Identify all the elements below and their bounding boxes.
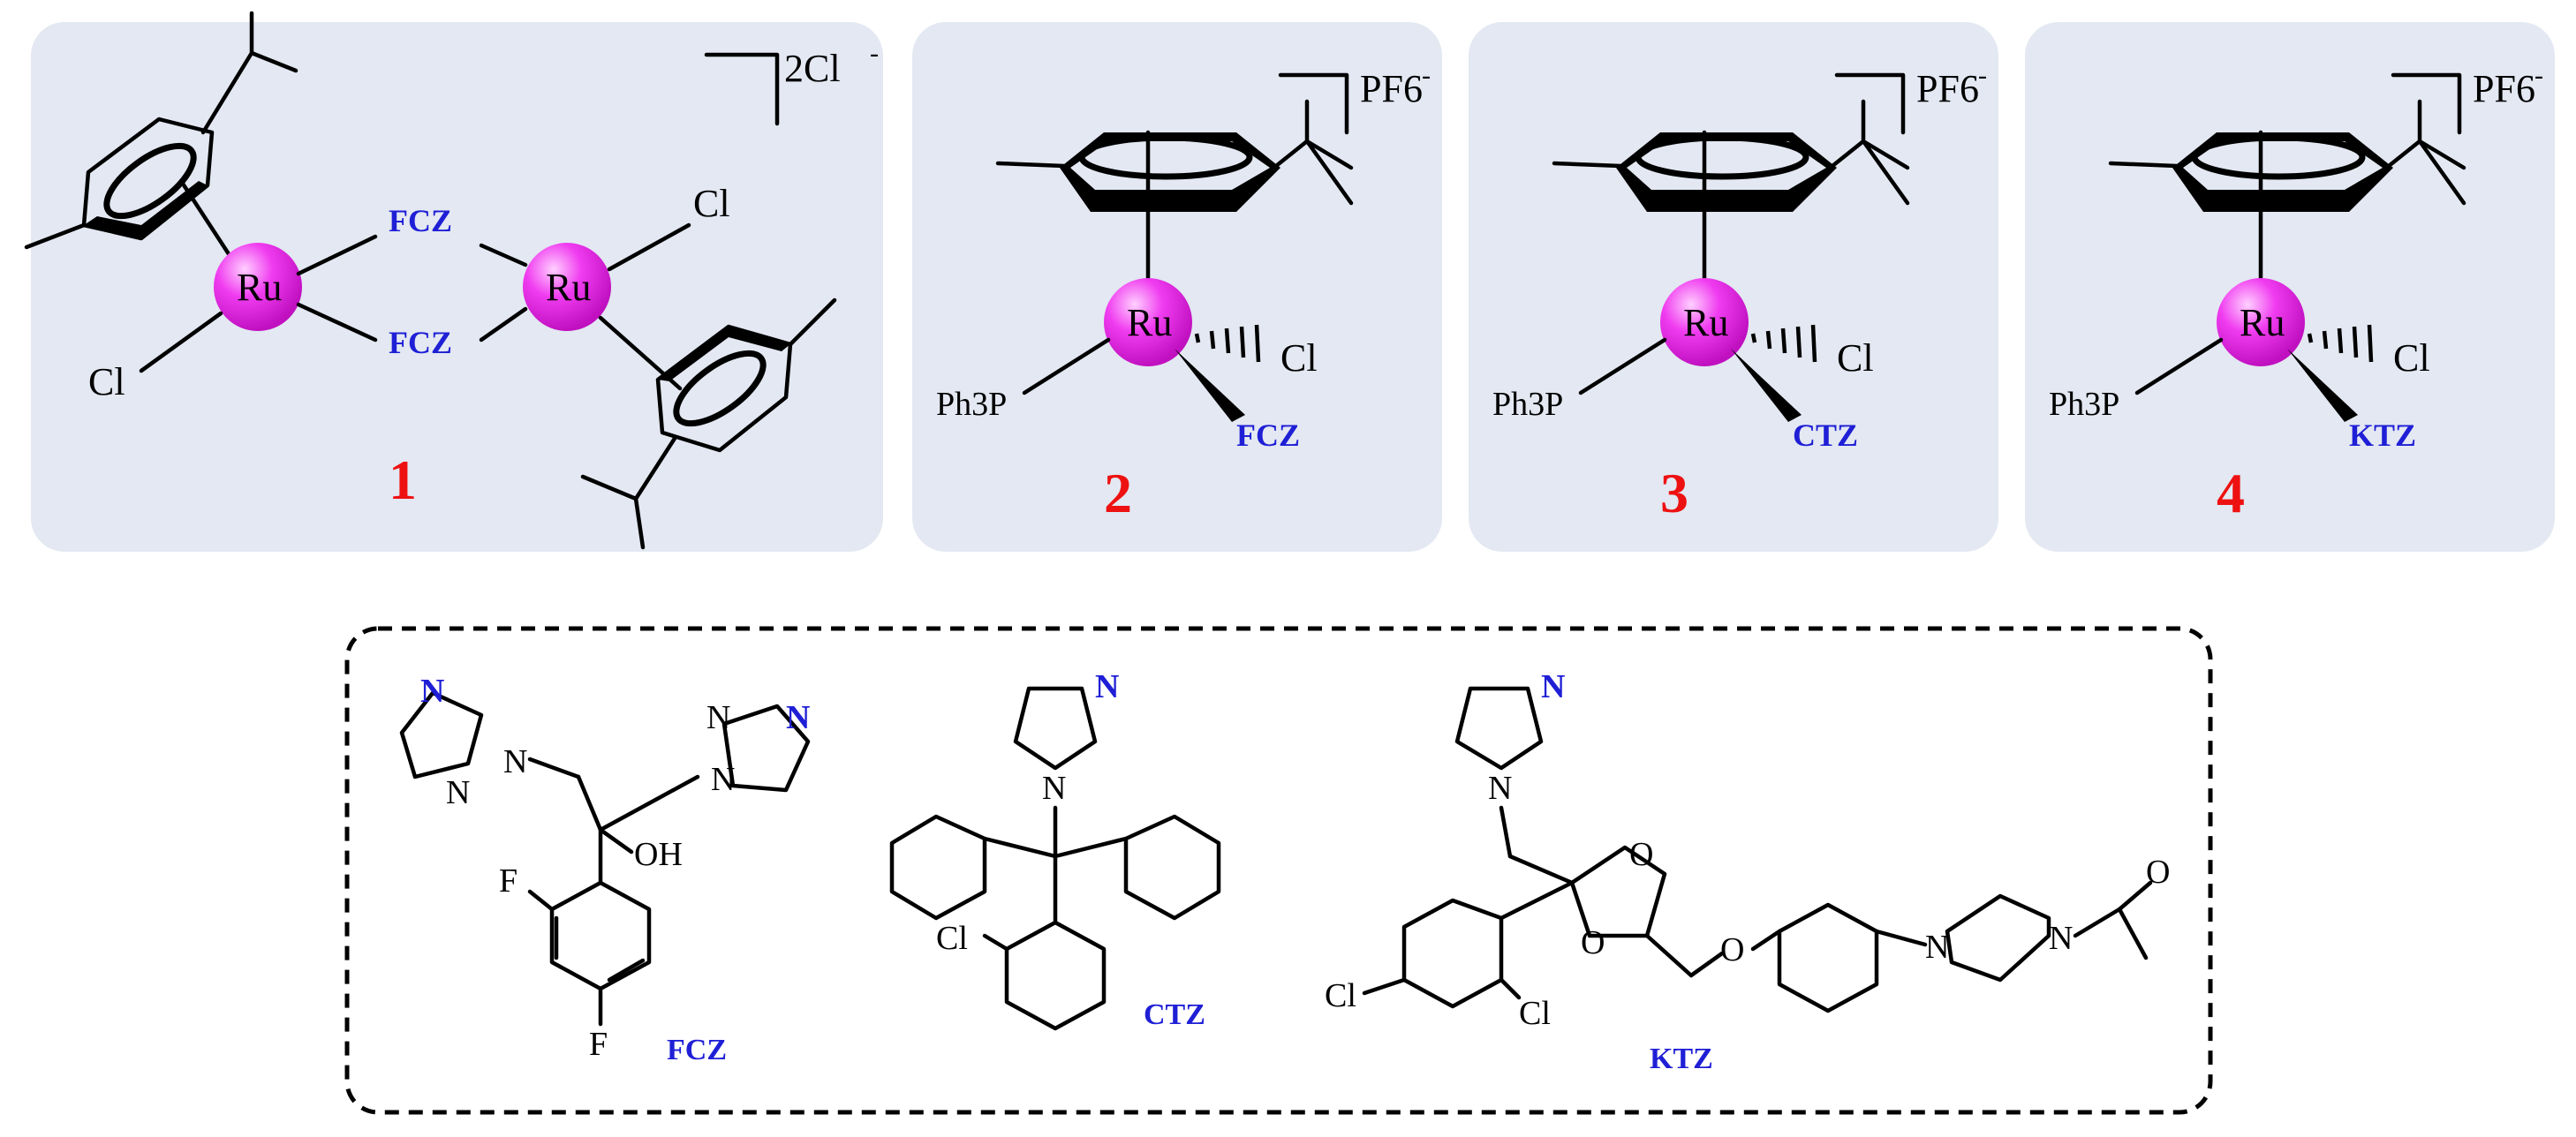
compound-number-1: 1: [389, 448, 417, 511]
complex-2-phosphine: Ph3P: [936, 386, 1007, 423]
complex-4-structure: PF6 - Ru Ph3P Cl KTZ 4: [2049, 61, 2543, 524]
svg-text:O: O: [1629, 836, 1653, 873]
svg-text:Ru: Ru: [1683, 301, 1728, 344]
complex-2-ligand: FCZ: [1236, 418, 1300, 453]
complex-1-bridge-ligand-bottom: FCZ: [389, 325, 452, 360]
ru-sphere-3: [1660, 278, 1749, 366]
ru-sphere-1b: [523, 243, 611, 331]
svg-text:Ru: Ru: [237, 266, 282, 309]
svg-text:N: N: [706, 699, 730, 736]
svg-text:Ru: Ru: [2240, 301, 2285, 344]
complex-1-cl-left: Cl: [88, 360, 125, 403]
svg-text:N: N: [711, 761, 735, 798]
svg-text:N: N: [1541, 668, 1565, 705]
svg-text:Cl: Cl: [1519, 995, 1551, 1032]
svg-text:Ru: Ru: [546, 266, 591, 309]
complex-4-phosphine: Ph3P: [2049, 386, 2119, 423]
ligand-box: [344, 626, 2213, 1115]
svg-text:OH: OH: [634, 836, 683, 873]
svg-text:N: N: [1488, 770, 1512, 807]
ligand-ctz-structure: N N Cl CTZ: [889, 668, 1221, 1031]
svg-text:Cl: Cl: [1325, 977, 1356, 1014]
svg-text:F: F: [589, 1026, 608, 1063]
complex-3-ligand: CTZ: [1793, 418, 1858, 453]
ligand-ktz-label: KTZ: [1650, 1043, 1713, 1075]
compound-number-3: 3: [1660, 462, 1688, 524]
ru-sphere-2: [1104, 278, 1192, 366]
ligand-fcz-label: FCZ: [667, 1034, 727, 1066]
svg-text:F: F: [499, 862, 517, 900]
svg-text:N: N: [1042, 770, 1066, 807]
ligand-fcz-structure: N N N N N N OH F F FCZ: [399, 673, 810, 1066]
complex-3-structure: PF6 - Ru Ph3P Cl CTZ 3: [1492, 61, 1987, 524]
complex-4-counterion: PF6: [2473, 67, 2535, 110]
compound-number-4: 4: [2217, 462, 2245, 524]
svg-text:N: N: [1095, 668, 1119, 705]
svg-text:-: -: [2534, 61, 2543, 90]
complex-1-counterion: 2Cl: [784, 47, 841, 90]
complex-4-halide: Cl: [2393, 336, 2430, 380]
complex-2-halide: Cl: [1280, 336, 1318, 380]
complex-1-structure: 2Cl - Ru Ru FCZ FCZ Cl Cl 1: [24, 11, 879, 550]
complex-2-counterion: PF6: [1360, 67, 1423, 110]
panel-complex-2: [912, 22, 1442, 552]
svg-text:N: N: [420, 673, 444, 710]
svg-text:O: O: [2146, 854, 2170, 891]
complex-3-phosphine: Ph3P: [1492, 386, 1563, 423]
ru-sphere-4: [2217, 278, 2305, 366]
svg-text:Cl: Cl: [936, 920, 968, 957]
complex-4-ligand: KTZ: [2349, 418, 2416, 453]
ligand-ktz-structure: N N O O Cl Cl O N N O KTZ: [1325, 668, 2170, 1075]
svg-text:N: N: [503, 743, 527, 780]
svg-text:O: O: [1581, 924, 1605, 961]
complex-1-cl-right: Cl: [693, 182, 730, 225]
svg-text:N: N: [2049, 920, 2073, 957]
panel-complex-1: [31, 22, 883, 552]
complex-3-halide: Cl: [1837, 336, 1874, 380]
svg-text:-: -: [1422, 61, 1431, 90]
svg-text:N: N: [786, 699, 810, 736]
ru-sphere-1a: [214, 243, 302, 331]
svg-text:-: -: [1978, 61, 1987, 90]
svg-text:-: -: [870, 39, 879, 68]
complex-1-bridge-ligand-top: FCZ: [389, 203, 452, 238]
svg-text:O: O: [1720, 931, 1744, 968]
panel-complex-3: [1469, 22, 1998, 552]
svg-text:N: N: [446, 774, 470, 811]
panel-complex-4: [2025, 22, 2555, 552]
svg-text:N: N: [1925, 929, 1949, 966]
complex-2-structure: PF6 - Ru Ph3P Cl FCZ 2: [936, 61, 1431, 524]
svg-text:Ru: Ru: [1127, 301, 1172, 344]
complex-3-counterion: PF6: [1916, 67, 1979, 110]
compound-number-2: 2: [1104, 462, 1132, 524]
ligand-ctz-label: CTZ: [1144, 998, 1205, 1031]
